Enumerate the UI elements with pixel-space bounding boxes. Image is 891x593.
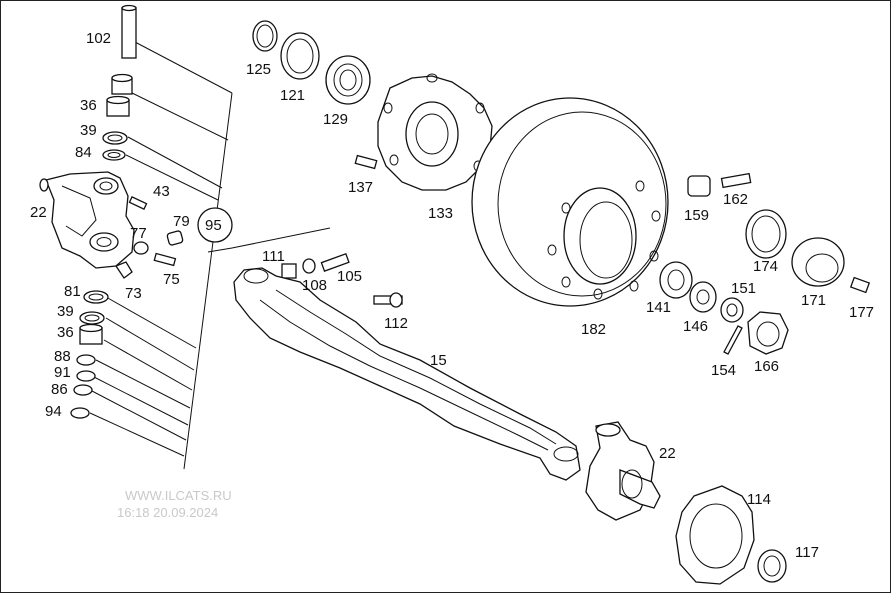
seal-81 xyxy=(83,290,109,304)
hub-cap-171 xyxy=(791,237,845,287)
washer-108 xyxy=(302,258,316,274)
label-79: 79 xyxy=(173,213,190,230)
seal-ring-lower xyxy=(79,311,105,325)
callout-95-label: 95 xyxy=(205,217,222,234)
label-86: 86 xyxy=(51,381,68,398)
label-125: 125 xyxy=(246,61,272,78)
label-39-lower: 39 xyxy=(57,303,74,320)
label-77: 77 xyxy=(130,225,147,242)
watermark-site: WWW.ILCATS.RU xyxy=(125,488,232,503)
label-182: 182 xyxy=(581,321,607,338)
seal-ring-upper xyxy=(102,131,128,145)
label-137: 137 xyxy=(348,179,374,196)
bearing-141 xyxy=(659,261,693,299)
thrust-washer xyxy=(102,149,126,161)
bolt-137 xyxy=(354,154,378,170)
label-111: 111 xyxy=(262,248,285,265)
label-81: 81 xyxy=(64,283,81,300)
label-114: 114 xyxy=(747,491,771,508)
label-117: 117 xyxy=(795,544,819,561)
label-146: 146 xyxy=(683,318,709,335)
screw-75 xyxy=(153,252,177,267)
label-162: 162 xyxy=(723,191,749,208)
washer-86 xyxy=(73,384,93,396)
label-166: 166 xyxy=(754,358,780,375)
seal-117 xyxy=(757,549,787,583)
label-112: 112 xyxy=(384,315,408,332)
bearing-129 xyxy=(325,55,371,105)
backing-plate-114 xyxy=(675,485,755,585)
bolt-105 xyxy=(320,252,350,272)
washer-88 xyxy=(76,354,96,366)
axle-nut-166 xyxy=(747,311,789,355)
washer-146 xyxy=(689,281,717,313)
label-75: 75 xyxy=(163,271,180,288)
label-91: 91 xyxy=(54,364,71,381)
label-129: 129 xyxy=(323,111,349,128)
gasket-174 xyxy=(745,209,787,259)
label-22-left: 22 xyxy=(30,204,47,221)
steering-knuckle-right xyxy=(585,421,661,521)
watermark-timestamp: 16:18 20.09.2024 xyxy=(117,505,219,520)
king-pin xyxy=(121,4,137,59)
label-36-upper: 36 xyxy=(80,97,97,114)
label-94: 94 xyxy=(45,403,62,420)
label-15: 15 xyxy=(430,352,447,369)
brake-drum xyxy=(471,97,669,307)
sensor-159 xyxy=(687,175,711,197)
label-43: 43 xyxy=(153,183,170,200)
label-102: 102 xyxy=(86,30,112,47)
callout-leaders xyxy=(89,41,331,470)
clip-73 xyxy=(115,261,133,279)
steering-knuckle-left xyxy=(39,171,135,269)
split-pin-154 xyxy=(723,325,743,355)
callout-circle-95 xyxy=(197,207,233,243)
label-154: 154 xyxy=(711,362,737,379)
label-121: 121 xyxy=(280,87,306,104)
label-151: 151 xyxy=(731,280,757,297)
label-88: 88 xyxy=(54,348,71,365)
label-36-lower: 36 xyxy=(57,324,74,341)
bolt-112 xyxy=(373,292,403,308)
plug-177 xyxy=(849,276,871,294)
label-133: 133 xyxy=(428,205,454,222)
nut-111 xyxy=(281,263,297,279)
label-22-right: 22 xyxy=(659,445,676,462)
label-105: 105 xyxy=(337,268,363,285)
bushing-lower xyxy=(79,323,103,345)
wheel-hub xyxy=(377,73,493,191)
label-174: 174 xyxy=(753,258,779,275)
label-108: 108 xyxy=(302,277,328,294)
circlip-94 xyxy=(70,407,90,419)
label-73: 73 xyxy=(125,285,142,302)
bolt-43 xyxy=(128,196,148,210)
cap-79 xyxy=(166,230,184,246)
label-141: 141 xyxy=(646,299,672,316)
ring-91 xyxy=(76,370,96,382)
castle-nut-151 xyxy=(720,297,744,323)
label-159: 159 xyxy=(684,207,710,224)
label-177: 177 xyxy=(849,304,875,321)
label-39-upper: 39 xyxy=(80,122,97,139)
label-171: 171 xyxy=(801,292,827,309)
label-84: 84 xyxy=(75,144,92,161)
axle-beam xyxy=(233,267,581,481)
nut-77 xyxy=(133,241,149,255)
bushing-upper xyxy=(106,73,133,117)
screw-162 xyxy=(720,172,752,189)
